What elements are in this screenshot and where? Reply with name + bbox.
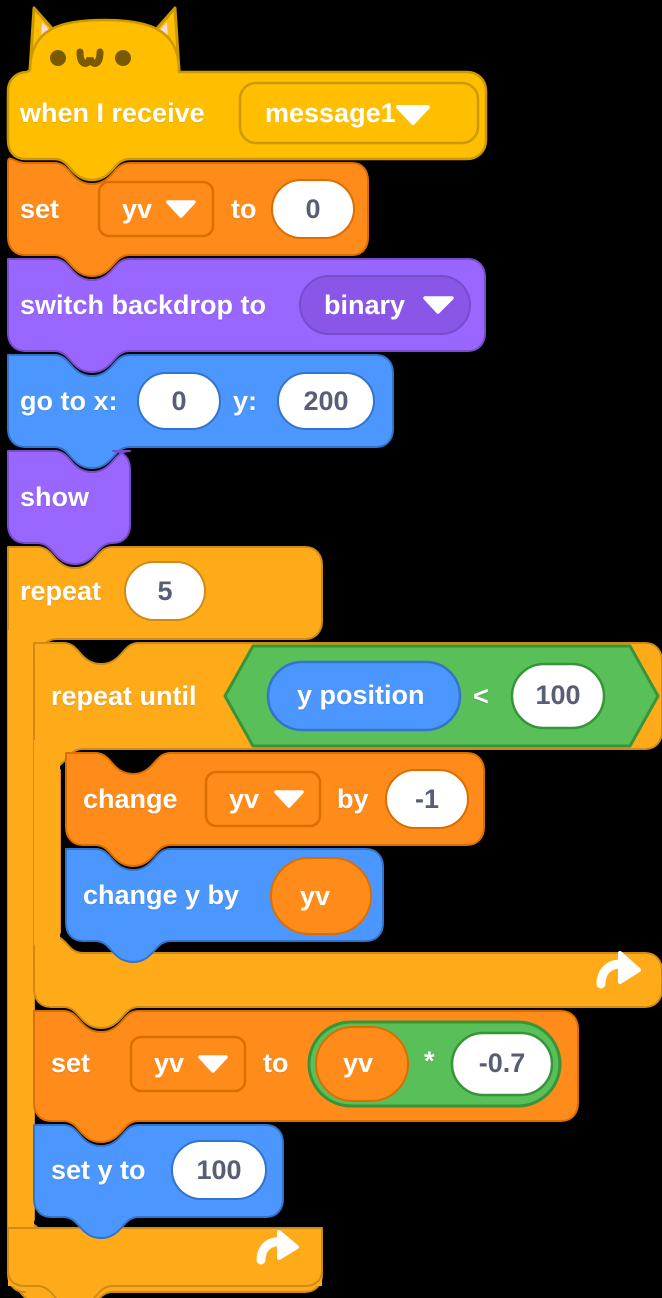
number-input-multiply [450,1031,554,1097]
multiply-operator: * [424,1046,435,1076]
set-yv-0-label: set [20,194,60,224]
reporter-yv-change-y [270,857,372,935]
boolean-less-than[interactable] [223,644,660,748]
cat-mouth [76,48,104,67]
number-input-set-y [171,1140,267,1200]
go-to-y-value[interactable]: 200 [303,386,349,416]
set-y-to-value[interactable]: 100 [196,1155,242,1185]
chevron-down-icon-set-yv-mult [198,1055,228,1073]
change-yv-label: change [83,784,178,814]
block-set-y-to[interactable] [33,1124,284,1239]
set-yv-mult-dropdown-value[interactable]: yv [154,1048,185,1078]
change-yv-input-value[interactable]: -1 [414,784,439,814]
block-repeat-until[interactable] [33,642,662,1029]
show-label: show [20,482,90,512]
chevron-down-icon-hat [396,105,430,125]
number-input-change-yv [385,769,469,829]
go-to-x-value[interactable]: 0 [171,386,187,416]
variable-dropdown-set-yv-mult [129,1035,247,1093]
condition-value[interactable]: 100 [535,680,581,710]
switch-backdrop-dropdown-value[interactable]: binary [324,290,406,320]
set-y-to-label: set y to [51,1155,146,1185]
repeat-label: repeat [20,576,102,606]
block-go-to-xy[interactable] [7,354,394,469]
less-than-operator: < [473,681,489,711]
hat-block-when-i-receive[interactable] [6,6,488,182]
multiply-left-reporter[interactable]: yv [343,1048,374,1078]
multiply-right-value[interactable]: -0.7 [478,1048,526,1078]
block-change-y-by[interactable] [65,848,384,963]
set-yv-0-input-value[interactable]: 0 [305,194,321,224]
operator-multiply[interactable] [307,1020,562,1108]
block-change-yv[interactable] [65,752,485,867]
block-set-yv-0[interactable] [6,157,369,277]
switch-backdrop-label: switch backdrop to [20,290,267,320]
cat-eye-right [115,50,131,66]
change-y-by-label: change y by [83,880,240,910]
block-repeat-5[interactable] [7,546,323,1298]
go-to-xy-label: go to x: [20,386,118,416]
number-input-repeat [124,561,206,621]
reporter-y-position [266,660,462,732]
set-yv-0-to-label: to [231,194,257,224]
number-input-set-yv-0 [271,179,355,239]
repeat-until-label: repeat until [51,681,197,711]
set-yv-mult-to-label: to [263,1048,289,1078]
change-yv-dropdown-value[interactable]: yv [229,784,260,814]
change-y-by-reporter-value[interactable]: yv [300,881,331,911]
block-set-yv-mult[interactable] [33,1010,579,1143]
cat-eye-left [50,50,66,66]
change-yv-by-label: by [337,784,369,814]
y-position-reporter-label[interactable]: y position [297,680,425,710]
block-switch-backdrop[interactable] [6,258,486,373]
variable-dropdown-change-yv [204,770,322,828]
set-yv-0-dropdown-value[interactable]: yv [122,194,153,224]
reporter-yv-multiply [315,1026,409,1102]
number-input-go-to-x [137,372,221,430]
chevron-down-icon-set-yv-0 [166,200,196,218]
set-yv-mult-label: set [51,1048,91,1078]
repeat-count-value[interactable]: 5 [157,576,173,606]
hat-dropdown-value[interactable]: message1 [265,98,396,128]
loop-arrow-icon-repeat-until [596,951,641,989]
hat-label: when I receive [20,98,205,128]
number-input-go-to-y [277,372,375,430]
number-input-condition [510,662,606,730]
message-dropdown-field [238,81,480,145]
chevron-down-icon-backdrop [423,296,454,314]
go-to-y-label: y: [233,386,258,416]
backdrop-dropdown-field [299,275,471,335]
block-show[interactable] [7,450,131,565]
chevron-down-icon-change-yv [274,790,304,808]
variable-dropdown-set-yv-0 [97,180,215,238]
loop-arrow-icon-repeat [256,1230,299,1265]
